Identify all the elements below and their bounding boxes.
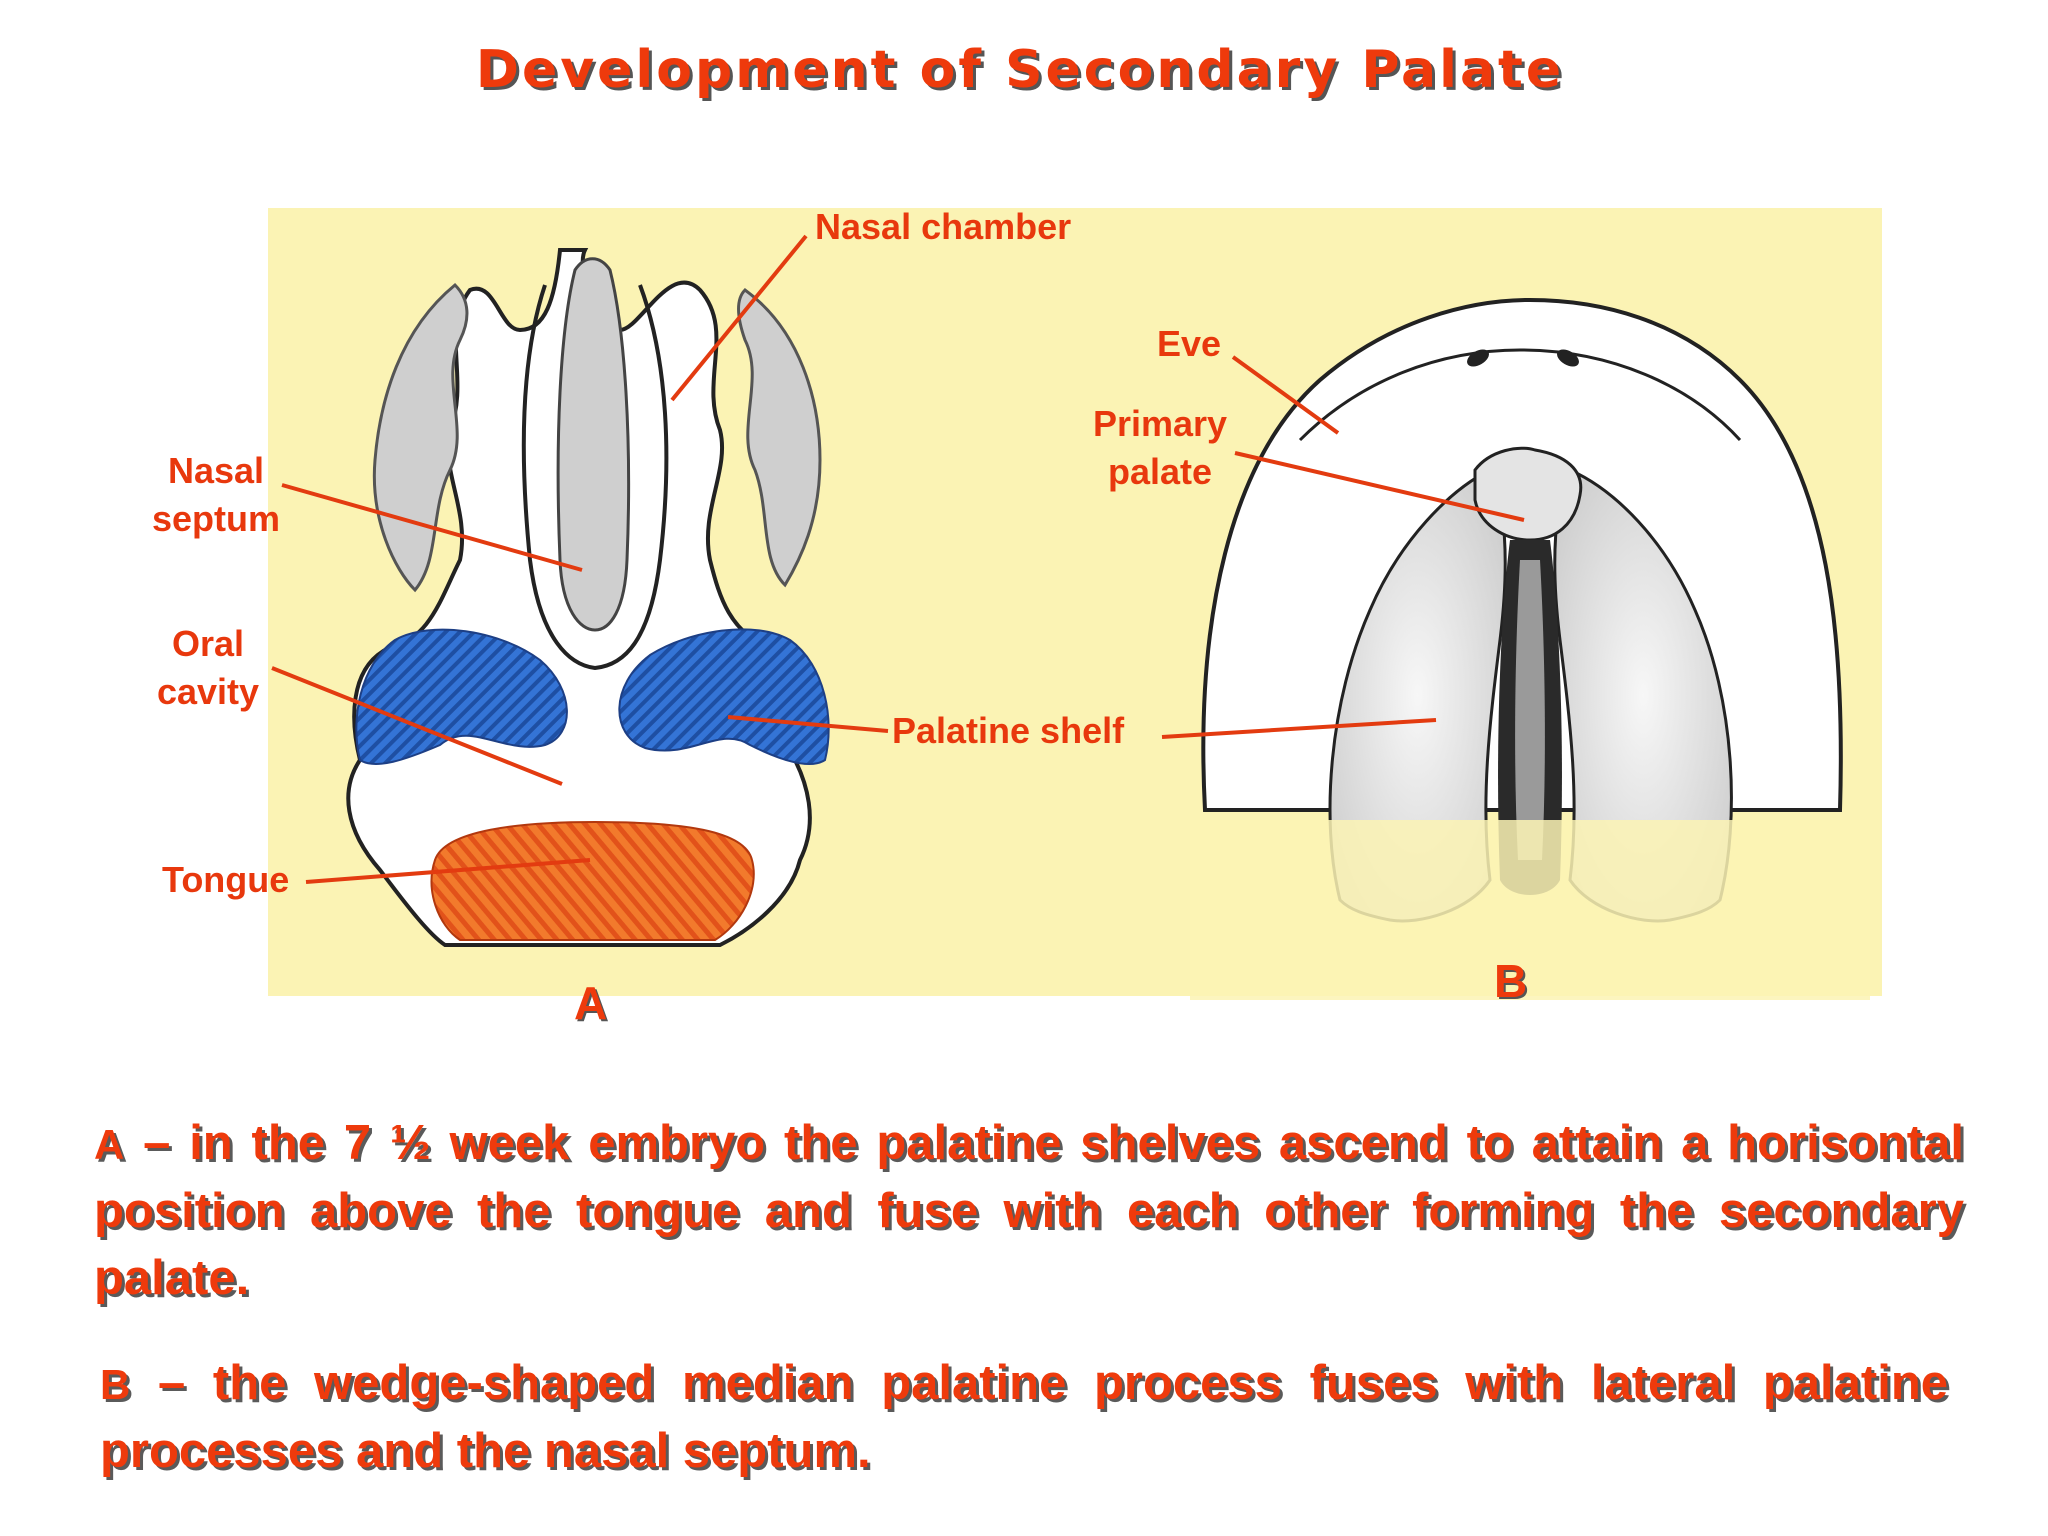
pointer-eye — [1231, 355, 1340, 435]
caption-b-text: – the wedge-shaped median palatine proce… — [100, 1356, 1948, 1478]
pointer-primary-palate — [1234, 451, 1525, 522]
caption-b-lead: B — [100, 1361, 131, 1408]
caption-a-text: – in the 7 ½ week embryo the palatine sh… — [94, 1116, 1964, 1305]
label-primary-palate: Primary palate — [1092, 403, 1228, 492]
caption-a: A – in the 7 ½ week embryo the palatine … — [94, 1110, 1964, 1312]
label-eye: Eve — [1157, 323, 1222, 364]
label-nasal-septum: Nasal septum — [151, 450, 281, 539]
pointer-palatine-shelf-b — [1161, 718, 1437, 739]
eye-shape-right — [1557, 349, 1579, 367]
primary-palate-shape — [1473, 446, 1583, 542]
median-groove-highlight — [1515, 560, 1545, 860]
pointer-nasal-septum — [281, 483, 583, 572]
label-nasal-chamber: Nasal chamber — [815, 206, 1072, 247]
panel-label-a: A — [574, 977, 608, 1029]
eye-shape-left — [1467, 349, 1489, 367]
nasal-septum-shape — [556, 257, 631, 632]
pointer-palatine-shelf-a — [727, 715, 889, 733]
nasal-chamber-walls — [521, 284, 669, 671]
pointer-oral-cavity — [271, 666, 563, 786]
tongue-shape — [430, 820, 755, 941]
pointer-lines — [271, 234, 1525, 884]
left-lateral-bone — [372, 282, 469, 593]
pointer-nasal-chamber — [670, 234, 808, 402]
view-b-drawing — [1190, 297, 1870, 1000]
caption-a-lead: A — [94, 1121, 125, 1168]
left-palatine-shelf — [355, 628, 568, 766]
panel-label-b: B — [1494, 955, 1528, 1007]
label-palatine-shelf: Palatine shelf — [892, 710, 1125, 751]
right-lateral-bone — [737, 288, 822, 588]
inner-arch-b — [1298, 348, 1742, 442]
label-oral-cavity: Oral cavity — [156, 623, 260, 712]
panel-b-fade — [1190, 820, 1870, 1000]
right-palatine-shelf — [618, 628, 830, 766]
pointer-tongue — [305, 858, 591, 884]
label-tongue: Tongue — [162, 859, 290, 900]
section-a-drawing — [346, 248, 830, 947]
caption-b: B – the wedge-shaped median palatine pro… — [100, 1350, 1948, 1485]
slide-title: Development of Secondary Palate — [475, 40, 1565, 100]
